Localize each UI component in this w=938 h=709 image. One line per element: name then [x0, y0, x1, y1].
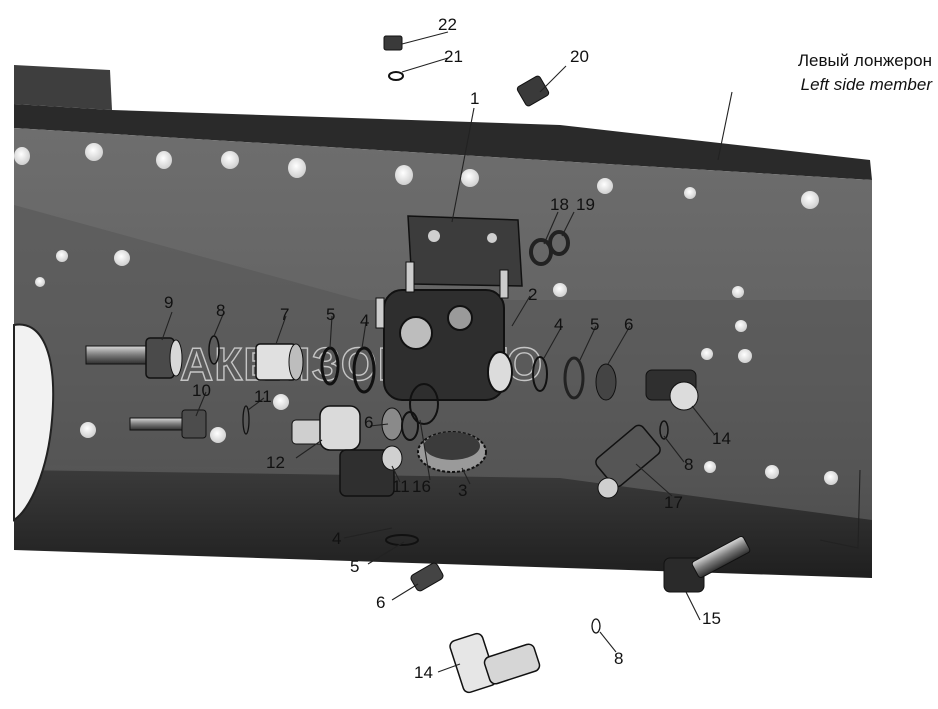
valve-part-2	[375, 261, 513, 401]
bolt-part-15	[663, 535, 751, 593]
leader-lines	[161, 31, 733, 673]
callout-4: 4	[332, 529, 341, 548]
callout-17: 17	[664, 493, 683, 512]
elbow-part-14a	[645, 369, 699, 411]
plug-part-6a	[381, 407, 419, 441]
ring-part-19	[548, 230, 570, 256]
callout-21: 21	[444, 47, 463, 66]
washer-part-21	[388, 71, 404, 81]
bolt-part-9	[85, 337, 183, 379]
callout-2: 2	[528, 285, 537, 304]
pin-part-11a	[242, 405, 250, 435]
side-member-caption: Левый лонжерон Left side member	[798, 51, 934, 94]
nut-part-22	[383, 35, 403, 51]
side-member-top-edge	[14, 104, 872, 180]
callout-20: 20	[570, 47, 589, 66]
callout-1: 1	[470, 89, 479, 108]
callout-8: 8	[216, 301, 225, 320]
callout-8: 8	[684, 455, 693, 474]
callout-6: 6	[364, 413, 373, 432]
side-member-bottom-flange	[14, 470, 872, 578]
callout-18: 18	[550, 195, 569, 214]
callout-5: 5	[326, 305, 335, 324]
mounting-holes	[14, 143, 838, 485]
callout-5: 5	[350, 557, 359, 576]
callout-14: 14	[712, 429, 731, 448]
callout-9: 9	[164, 293, 173, 312]
callout-4: 4	[554, 315, 563, 334]
caption-russian: Левый лонжерон	[798, 51, 932, 70]
gear-part-3	[417, 431, 487, 473]
callout-22: 22	[438, 15, 457, 34]
callout-7: 7	[280, 305, 289, 324]
callout-6: 6	[624, 315, 633, 334]
elbow-part-11b	[339, 445, 403, 497]
bracket-part-1	[407, 215, 523, 287]
callouts: 1 2 3 4 4 4 5 5 5 6 6 6 7 8 8 8 9 10 11 …	[164, 15, 731, 682]
callout-8: 8	[614, 649, 623, 668]
ring-part-4a	[352, 346, 376, 394]
callout-11: 11	[254, 387, 272, 406]
elbow-part-12	[291, 405, 361, 451]
callout-6: 6	[376, 593, 385, 612]
callout-4: 4	[360, 311, 369, 330]
plug-part-6c	[410, 562, 444, 592]
side-member-top-flange	[14, 65, 112, 110]
fitting-part-7	[255, 343, 304, 381]
callout-3: 3	[458, 481, 467, 500]
washer-part-5b	[563, 356, 585, 400]
callout-10: 10	[192, 381, 211, 400]
parts	[85, 35, 751, 694]
callout-15: 15	[702, 609, 721, 628]
ring-part-18	[529, 238, 553, 266]
seal-part-8b	[659, 420, 669, 440]
side-member-left-opening	[13, 323, 55, 522]
elbow-part-14b	[449, 632, 541, 694]
washer-part-5c	[385, 534, 419, 546]
callout-11: 11	[392, 477, 410, 496]
callout-14: 14	[414, 663, 433, 682]
bolt-part-20	[516, 75, 550, 107]
callout-19: 19	[576, 195, 595, 214]
callout-16: 16	[412, 477, 431, 496]
seal-part-8c	[591, 618, 601, 634]
bolt-part-17	[595, 424, 661, 499]
callout-12: 12	[266, 453, 285, 472]
ring-part-16	[409, 383, 439, 425]
bolt-part-10	[129, 409, 207, 439]
ring-part-4b	[532, 356, 548, 392]
caption-english: Left side member	[801, 75, 934, 94]
plug-part-6b	[595, 363, 617, 401]
callout-5: 5	[590, 315, 599, 334]
